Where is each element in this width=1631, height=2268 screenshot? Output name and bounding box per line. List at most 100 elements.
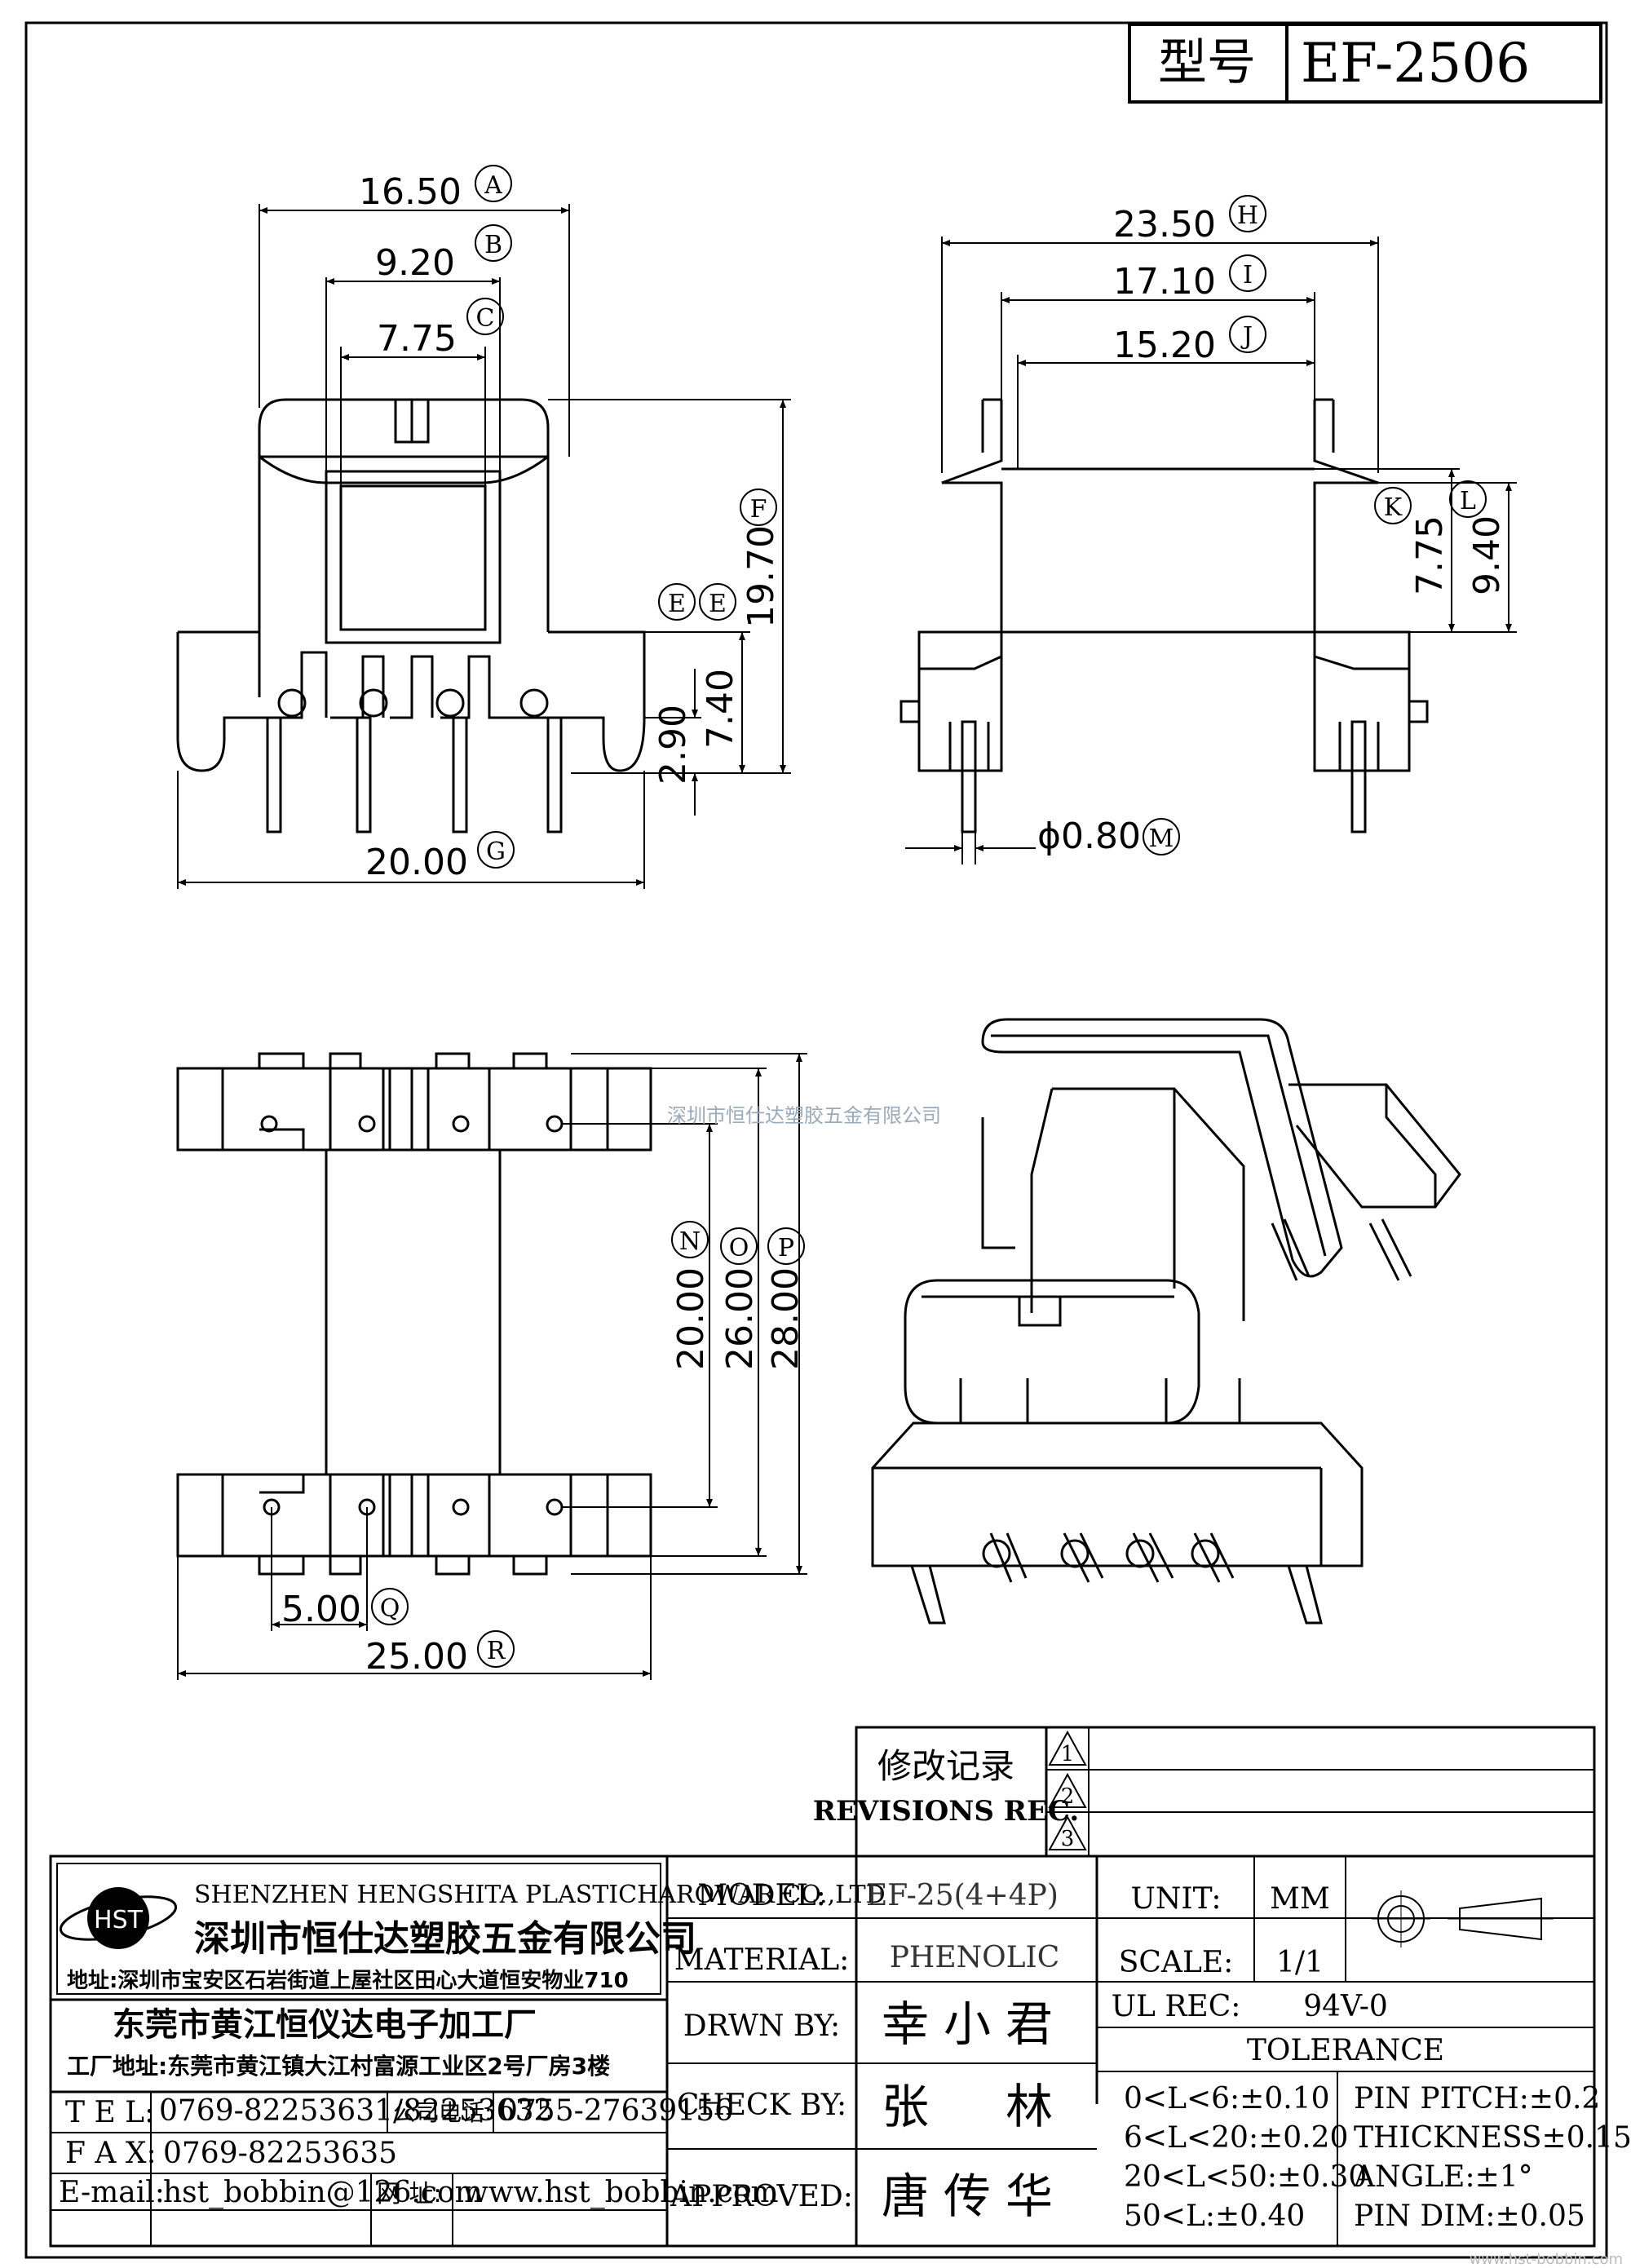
front-dims (177, 204, 791, 889)
company-name-cn: 深圳市恒仕达塑胶五金有限公司 (194, 1918, 696, 1960)
dim-n: 20.00 (670, 1267, 712, 1370)
marker-e2: E (709, 590, 727, 618)
model-label: 型号 (1158, 34, 1256, 91)
unit-value: MM (1270, 1882, 1330, 1916)
drawn-value: 幸小君 (882, 1996, 1067, 2052)
title-block (49, 1855, 1596, 2248)
marker-f: F (750, 495, 767, 524)
marker-j: J (1240, 322, 1253, 351)
logo-text: HST (94, 1906, 144, 1934)
revisions-subtitle: REVISIONS REC. (813, 1795, 1079, 1828)
office-value: 0755-27639156 (499, 2094, 733, 2128)
factory-name: 东莞市黄江恒仪达电子加工厂 (113, 2006, 537, 2044)
approved-label: APPROVED: (670, 2180, 853, 2213)
email-label: E-mail: (59, 2176, 165, 2209)
check-value: 张 林 (882, 2079, 1067, 2134)
dim-g: 20.00 (365, 842, 468, 883)
model-spec-value: EF-25(4+4P) (866, 1879, 1059, 1912)
marker-n: N (679, 1227, 701, 1256)
tolerance-3: 20<L<50:±0.30 (1124, 2160, 1367, 2194)
isometric-view (871, 1018, 1461, 1625)
revision-1: 1 (1061, 1742, 1075, 1766)
material-value: PHENOLIC (890, 1941, 1060, 1974)
dim-c: 7.75 (377, 318, 457, 360)
scale-label: SCALE: (1119, 1946, 1234, 1979)
email-value: hst_bobbin@126.com (163, 2176, 483, 2209)
fax-label: F A X: (65, 2137, 157, 2170)
revisions-block: 修改记录 REVISIONS REC. 1 2 3 (813, 1726, 1596, 1858)
tolerance-1: 0<L<6:±0.10 (1124, 2082, 1330, 2115)
dim-i: 17.10 (1113, 261, 1216, 303)
marker-g: G (486, 838, 506, 866)
ul-value: 94V-0 (1303, 1990, 1388, 2023)
marker-b: B (484, 231, 502, 259)
top-view (176, 1052, 652, 1576)
scale-value: 1/1 (1276, 1946, 1324, 1979)
marker-o: O (729, 1234, 749, 1262)
dim-a: 16.50 (359, 171, 462, 213)
company-name-en: SHENZHEN HENGSHITA PLASTICHAROWAR CO.,LT… (194, 1881, 886, 1909)
drawn-label: DRWN BY: (683, 2009, 840, 2043)
check-label: CHECK BY: (677, 2089, 846, 2122)
marker-c: C (476, 304, 495, 333)
footer-url: www.hst-bobbin.com (1470, 2251, 1623, 2268)
marker-e1: E (668, 590, 686, 618)
marker-a: A (484, 171, 502, 200)
tolerance-4: 50<L:±0.40 (1124, 2199, 1305, 2233)
dim-b: 9.20 (375, 242, 455, 284)
dim-f: 19.70 (740, 525, 782, 628)
thickness: THICKNESS±0.15 (1354, 2121, 1631, 2155)
revision-3: 3 (1061, 1827, 1075, 1851)
tolerance-2: 6<L<20:±0.20 (1124, 2121, 1348, 2155)
dim-l: 9.40 (1466, 515, 1508, 595)
web-label: 网 址: (377, 2180, 442, 2208)
marker-m: M (1149, 825, 1174, 853)
dim-p: 28.00 (765, 1267, 807, 1370)
side-dims (905, 237, 1517, 864)
front-view (176, 398, 646, 833)
marker-q: Q (380, 1594, 400, 1623)
front-dim-labels: 16.50 A 9.20 B 7.75 C 19.70 F 7.40 E E 2… (359, 165, 782, 883)
dim-o: 26.00 (719, 1267, 761, 1370)
tel-value: 0769-82253631/82253632 (159, 2094, 552, 2128)
tolerance-label: TOLERANCE (1247, 2034, 1444, 2067)
factory-address: 工厂地址:东莞市黄江镇大江村富源工业区2号厂房3楼 (67, 2053, 610, 2080)
fax-value: 0769-82253635 (163, 2137, 397, 2170)
marker-p: P (778, 1234, 794, 1262)
model-number: EF-2506 (1301, 32, 1530, 95)
tel-label: T E L: (65, 2096, 154, 2129)
pin-pitch: PIN PITCH:±0.2 (1354, 2082, 1600, 2115)
side-view (899, 398, 1429, 833)
dim-k: 7.75 (1409, 515, 1451, 595)
model-spec-label: MODEL: (697, 1879, 826, 1912)
office-label: 公司电话: (393, 2099, 492, 2126)
dim-e: 7.40 (700, 669, 741, 749)
marker-l: L (1460, 487, 1476, 515)
ul-label: UL REC: (1112, 1990, 1241, 2023)
dim-j: 15.20 (1113, 325, 1216, 366)
watermark: 深圳市恒仕达塑胶五金有限公司 (667, 1104, 941, 1127)
marker-k: K (1384, 493, 1403, 522)
dim-h: 23.50 (1113, 204, 1216, 245)
marker-h: H (1237, 201, 1258, 230)
marker-r: R (487, 1637, 506, 1665)
material-label: MATERIAL: (674, 1943, 850, 1977)
unit-label: UNIT: (1131, 1882, 1222, 1916)
dim-r: 25.00 (365, 1636, 468, 1678)
angle: ANGLE:±1° (1353, 2160, 1533, 2194)
sheet-border (24, 21, 1608, 2259)
marker-i: I (1243, 261, 1253, 290)
revisions-title: 修改记录 (877, 1746, 1014, 1786)
top-dim-labels: N 20.00 O 26.00 P 28.00 5.00 Q 25.00 R (281, 1221, 807, 1678)
header-box: 型号 EF-2506 (1128, 23, 1602, 104)
company-address: 地址:深圳市宝安区石岩街道上屋社区田心大道恒安物业710 (67, 1968, 629, 1993)
top-dims (177, 1053, 807, 1680)
approved-value: 唐传华 (882, 2169, 1067, 2224)
dim-q: 5.00 (281, 1589, 361, 1630)
web-value: www.hst_bobbin.com (463, 2176, 779, 2209)
dim-m: ϕ0.80 (1037, 816, 1141, 857)
revision-2: 2 (1061, 1784, 1075, 1809)
side-dim-labels: 23.50 H 17.10 I 15.20 J K 7.75 L 9.40 ϕ0… (1037, 195, 1508, 857)
company-logo: HST (59, 1887, 178, 1949)
